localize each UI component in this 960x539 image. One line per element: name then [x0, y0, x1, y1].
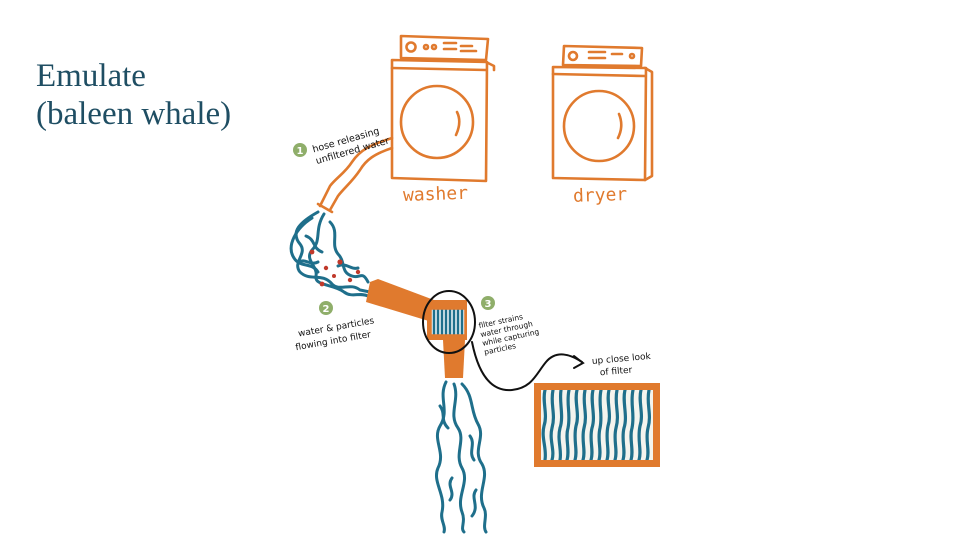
closeup-caption-line-2: of filter [599, 366, 633, 379]
hose [316, 136, 394, 214]
washer-label: washer [403, 183, 469, 206]
water-flow-lower [435, 380, 488, 534]
filter [430, 308, 466, 336]
step-2-badge: 2 [319, 301, 333, 315]
step-1-number: 1 [297, 146, 304, 157]
dryer-label: dryer [573, 184, 628, 207]
step-1-badge: 1 [293, 143, 307, 157]
washer-knob [405, 41, 417, 53]
closeup-caption-line-1: up close look [591, 352, 651, 367]
slide-title-line-1: Emulate [36, 58, 146, 94]
callout-arrow [471, 341, 583, 392]
slide-title-line-2: (baleen whale) [36, 96, 232, 132]
step-2-number: 2 [323, 304, 330, 315]
step-3-caption: filter strains water through while captu… [478, 312, 540, 357]
filter-closeup [534, 383, 660, 467]
step-3-number: 3 [485, 299, 492, 310]
dryer-door [562, 89, 636, 163]
washer-control-panel [399, 34, 490, 62]
washer-illustration [390, 34, 496, 183]
step-1-caption: hose releasing unfiltered water [311, 126, 390, 167]
closeup-caption: up close look of filter [591, 352, 651, 379]
washer-door [399, 84, 475, 160]
dryer-body [551, 65, 648, 182]
step-2-caption: water & particles flowing into filter [295, 316, 376, 353]
slide-title: Emulate (baleen whale) [36, 57, 231, 133]
dryer-illustration [551, 44, 654, 182]
water-flow-upper [289, 210, 372, 298]
filter-highlight-circle [422, 290, 476, 354]
particles [309, 249, 361, 287]
step-3-badge: 3 [481, 296, 495, 310]
callout-arrowhead [573, 355, 585, 369]
dryer-control-panel [561, 44, 644, 68]
dryer-knob [567, 50, 579, 62]
